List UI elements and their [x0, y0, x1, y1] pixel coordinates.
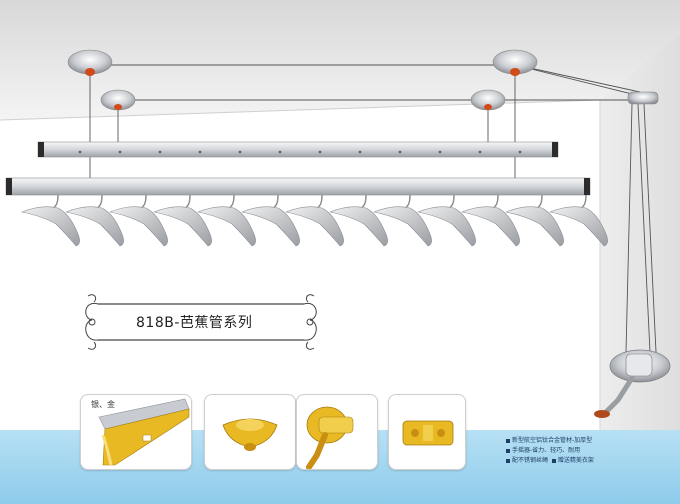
hanger: [284, 194, 344, 247]
hanger: [504, 194, 564, 247]
side-wall: [600, 32, 680, 504]
ceiling-pulley-large-left: [67, 49, 113, 76]
card-bracket: [388, 394, 466, 470]
front-bar: [5, 177, 591, 196]
rear-bar: [37, 141, 559, 158]
hanger: [416, 194, 476, 247]
ceiling-pulley-icon: [222, 418, 278, 451]
hanger: [240, 194, 300, 247]
feature-row-1: 新型航空铝钛合金管材-加厚型: [506, 436, 676, 446]
hanger: [108, 194, 168, 247]
feature-list: 新型航空铝钛合金管材-加厚型 手摇器-省力、轻巧、耐用 配不锈钢丝绳 赠送精美衣…: [506, 436, 676, 466]
hand-crank-icon: [306, 406, 354, 469]
hanger: [196, 194, 256, 247]
wall-crank-unit: [594, 349, 671, 418]
title-frame: [85, 294, 317, 350]
ceiling-pulley-small-right: [470, 89, 506, 111]
hanger: [64, 194, 124, 247]
ceiling: [0, 0, 680, 120]
hanger: [460, 194, 520, 247]
ceiling-cables: [89, 64, 657, 353]
hanger: [328, 194, 388, 247]
bracket-icon: [402, 420, 454, 446]
card-tube-profile: 银、金: [80, 394, 192, 470]
ceiling-pulley-large-right: [492, 49, 538, 76]
hanger: [372, 194, 432, 247]
card-tube-label: 银、金: [91, 400, 115, 409]
product-title: 818B-芭蕉管系列: [136, 315, 253, 331]
card-ceiling-pulley: [204, 394, 296, 470]
corner-pulley: [627, 91, 659, 105]
hanger: [20, 194, 80, 247]
tube-profile-icon: [98, 398, 190, 466]
feature-row-3: 配不锈钢丝绳 赠送精美衣架: [506, 456, 676, 466]
hanger: [548, 194, 608, 247]
hangers: [20, 194, 608, 247]
hanger: [152, 194, 212, 247]
ceiling-pulley-small-left: [100, 89, 136, 111]
card-hand-crank: [296, 394, 378, 470]
feature-row-2: 手摇器-省力、轻巧、耐用: [506, 446, 676, 456]
